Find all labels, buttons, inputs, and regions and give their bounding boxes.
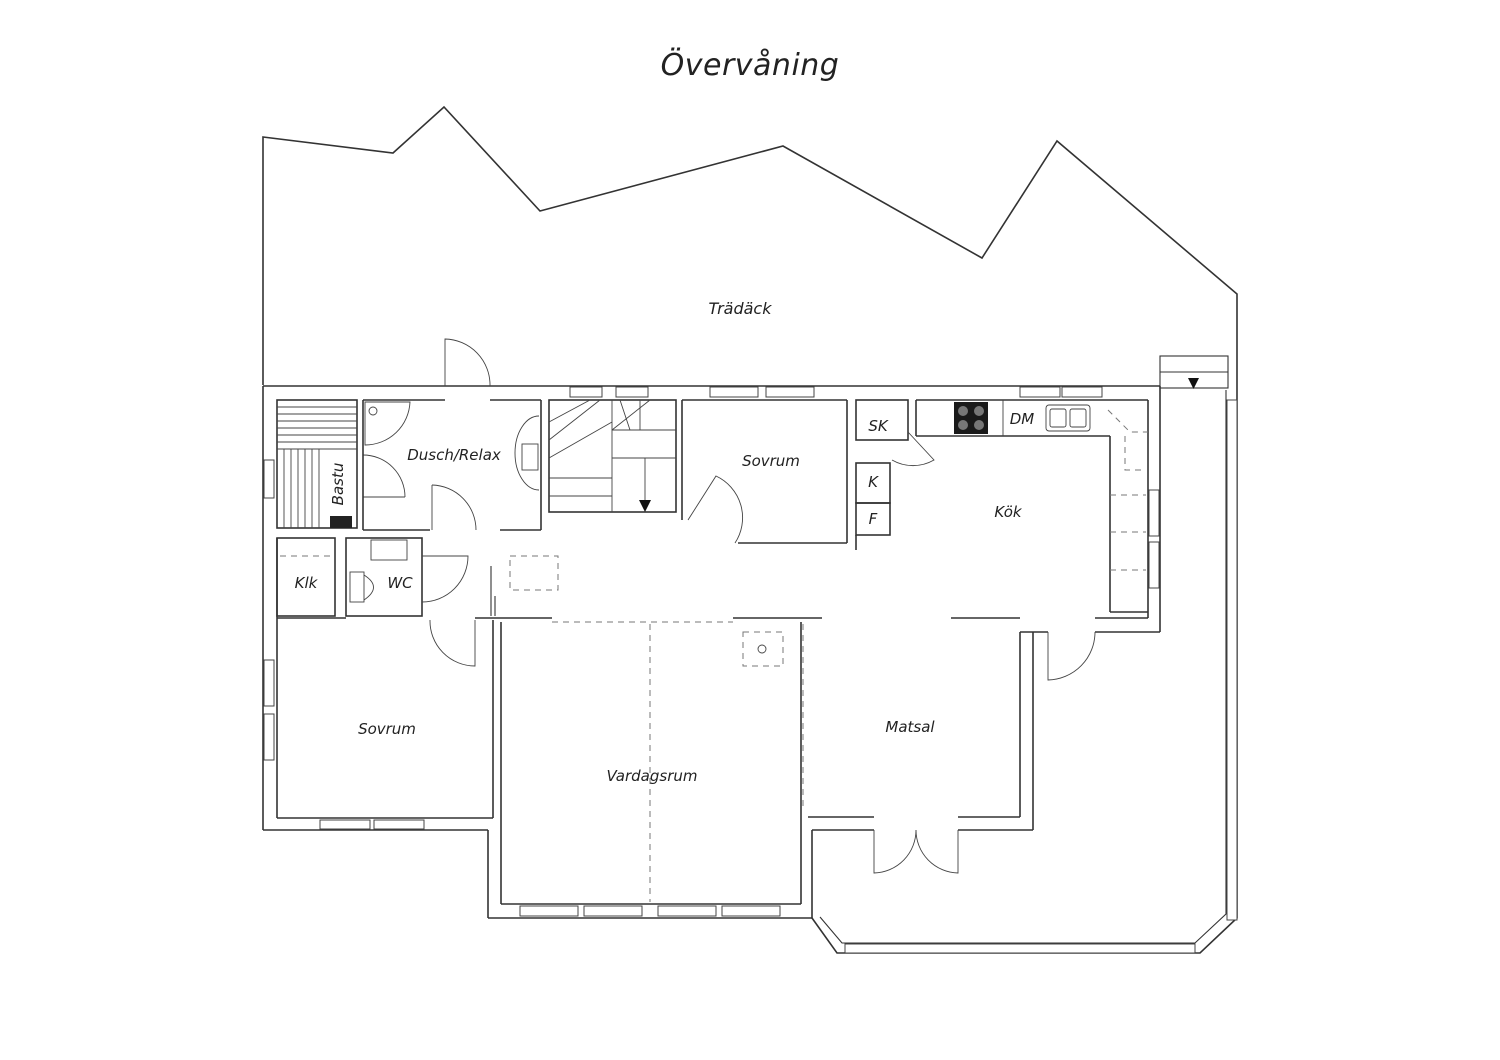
label-bedroom-top: Sovrum xyxy=(742,452,800,470)
deck-outline xyxy=(262,105,1238,387)
interior-walls xyxy=(501,555,1096,902)
closet-wc-area xyxy=(276,537,501,818)
label-bedroom-left: Sovrum xyxy=(358,720,416,738)
label-closet: Klk xyxy=(295,574,319,592)
staircase xyxy=(548,399,677,513)
label-kitchen: Kök xyxy=(994,503,1022,521)
label-sk: SK xyxy=(868,417,889,435)
label-f: F xyxy=(869,510,878,528)
label-dm: DM xyxy=(1010,410,1035,428)
sauna-room xyxy=(276,399,406,529)
label-wc: WC xyxy=(387,574,413,592)
label-deck: Trädäck xyxy=(709,299,773,318)
label-sauna: Bastu xyxy=(329,463,347,506)
kitchen-area xyxy=(855,399,1148,613)
label-shower: Dusch/Relax xyxy=(407,446,501,464)
label-dining: Matsal xyxy=(885,718,935,736)
floor-title: Övervåning xyxy=(660,48,840,83)
windows xyxy=(263,386,1238,954)
veranda-outline xyxy=(811,355,1238,954)
label-k: K xyxy=(868,473,879,491)
exterior-walls xyxy=(262,386,1161,919)
label-living: Vardagsrum xyxy=(607,767,698,785)
bedroom-top xyxy=(681,399,848,544)
shower-room xyxy=(362,338,542,531)
